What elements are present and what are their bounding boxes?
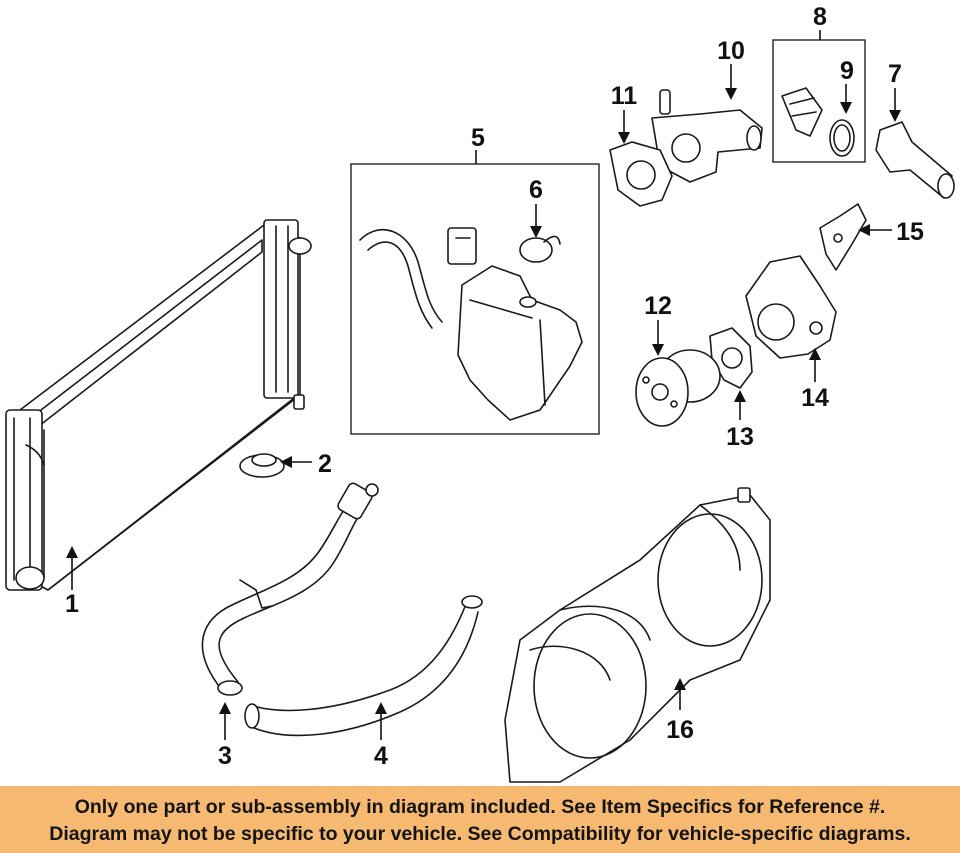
callout-10: 10: [717, 37, 745, 65]
thermostat-group-box: [772, 39, 866, 163]
leader-lines: [66, 30, 901, 740]
reservoir-bracket: [447, 227, 477, 265]
thermostat: [781, 87, 823, 137]
water-inlet-housing: [651, 89, 763, 183]
radiator: [5, 219, 312, 591]
upper-radiator-hose: [201, 482, 379, 696]
disclaimer-line-1: Only one part or sub-assembly in diagram…: [74, 796, 886, 818]
callout-9: 9: [840, 57, 854, 85]
water-outlet: [875, 121, 955, 199]
callout-11: 11: [611, 82, 638, 110]
radiator-cap: [239, 453, 285, 478]
water-pump-housing: [745, 255, 837, 359]
disclaimer-line-2: Diagram may not be specific to your vehi…: [49, 823, 911, 845]
lower-radiator-hose: [244, 595, 483, 737]
parts-diagram: 1 2 3 4 5 6 7 8 9 10 11 12 13 14 15 16: [5, 3, 955, 783]
disclaimer-banner: Only one part or sub-assembly in diagram…: [0, 786, 960, 853]
fan-shroud: [504, 487, 771, 783]
inlet-gasket: [609, 141, 673, 207]
callout-1: 1: [65, 590, 79, 618]
callout-7: 7: [888, 60, 902, 88]
callout-14: 14: [801, 384, 829, 412]
callout-16: 16: [666, 716, 694, 744]
callout-15: 15: [896, 218, 924, 246]
reservoir-group-box: [350, 163, 600, 435]
callout-8: 8: [813, 3, 827, 31]
coolant-reservoir: [457, 265, 583, 421]
mounting-bracket: [819, 203, 867, 271]
water-pump: [635, 349, 721, 427]
callout-4: 4: [374, 742, 388, 770]
callout-5: 5: [471, 124, 485, 152]
callout-12: 12: [644, 292, 672, 320]
reservoir-hose: [359, 229, 443, 329]
callout-2: 2: [318, 450, 332, 478]
callout-6: 6: [529, 176, 543, 204]
callout-3: 3: [218, 742, 232, 770]
callout-13: 13: [726, 423, 754, 451]
reservoir-cap: [519, 235, 561, 263]
thermostat-gasket: [829, 119, 855, 157]
